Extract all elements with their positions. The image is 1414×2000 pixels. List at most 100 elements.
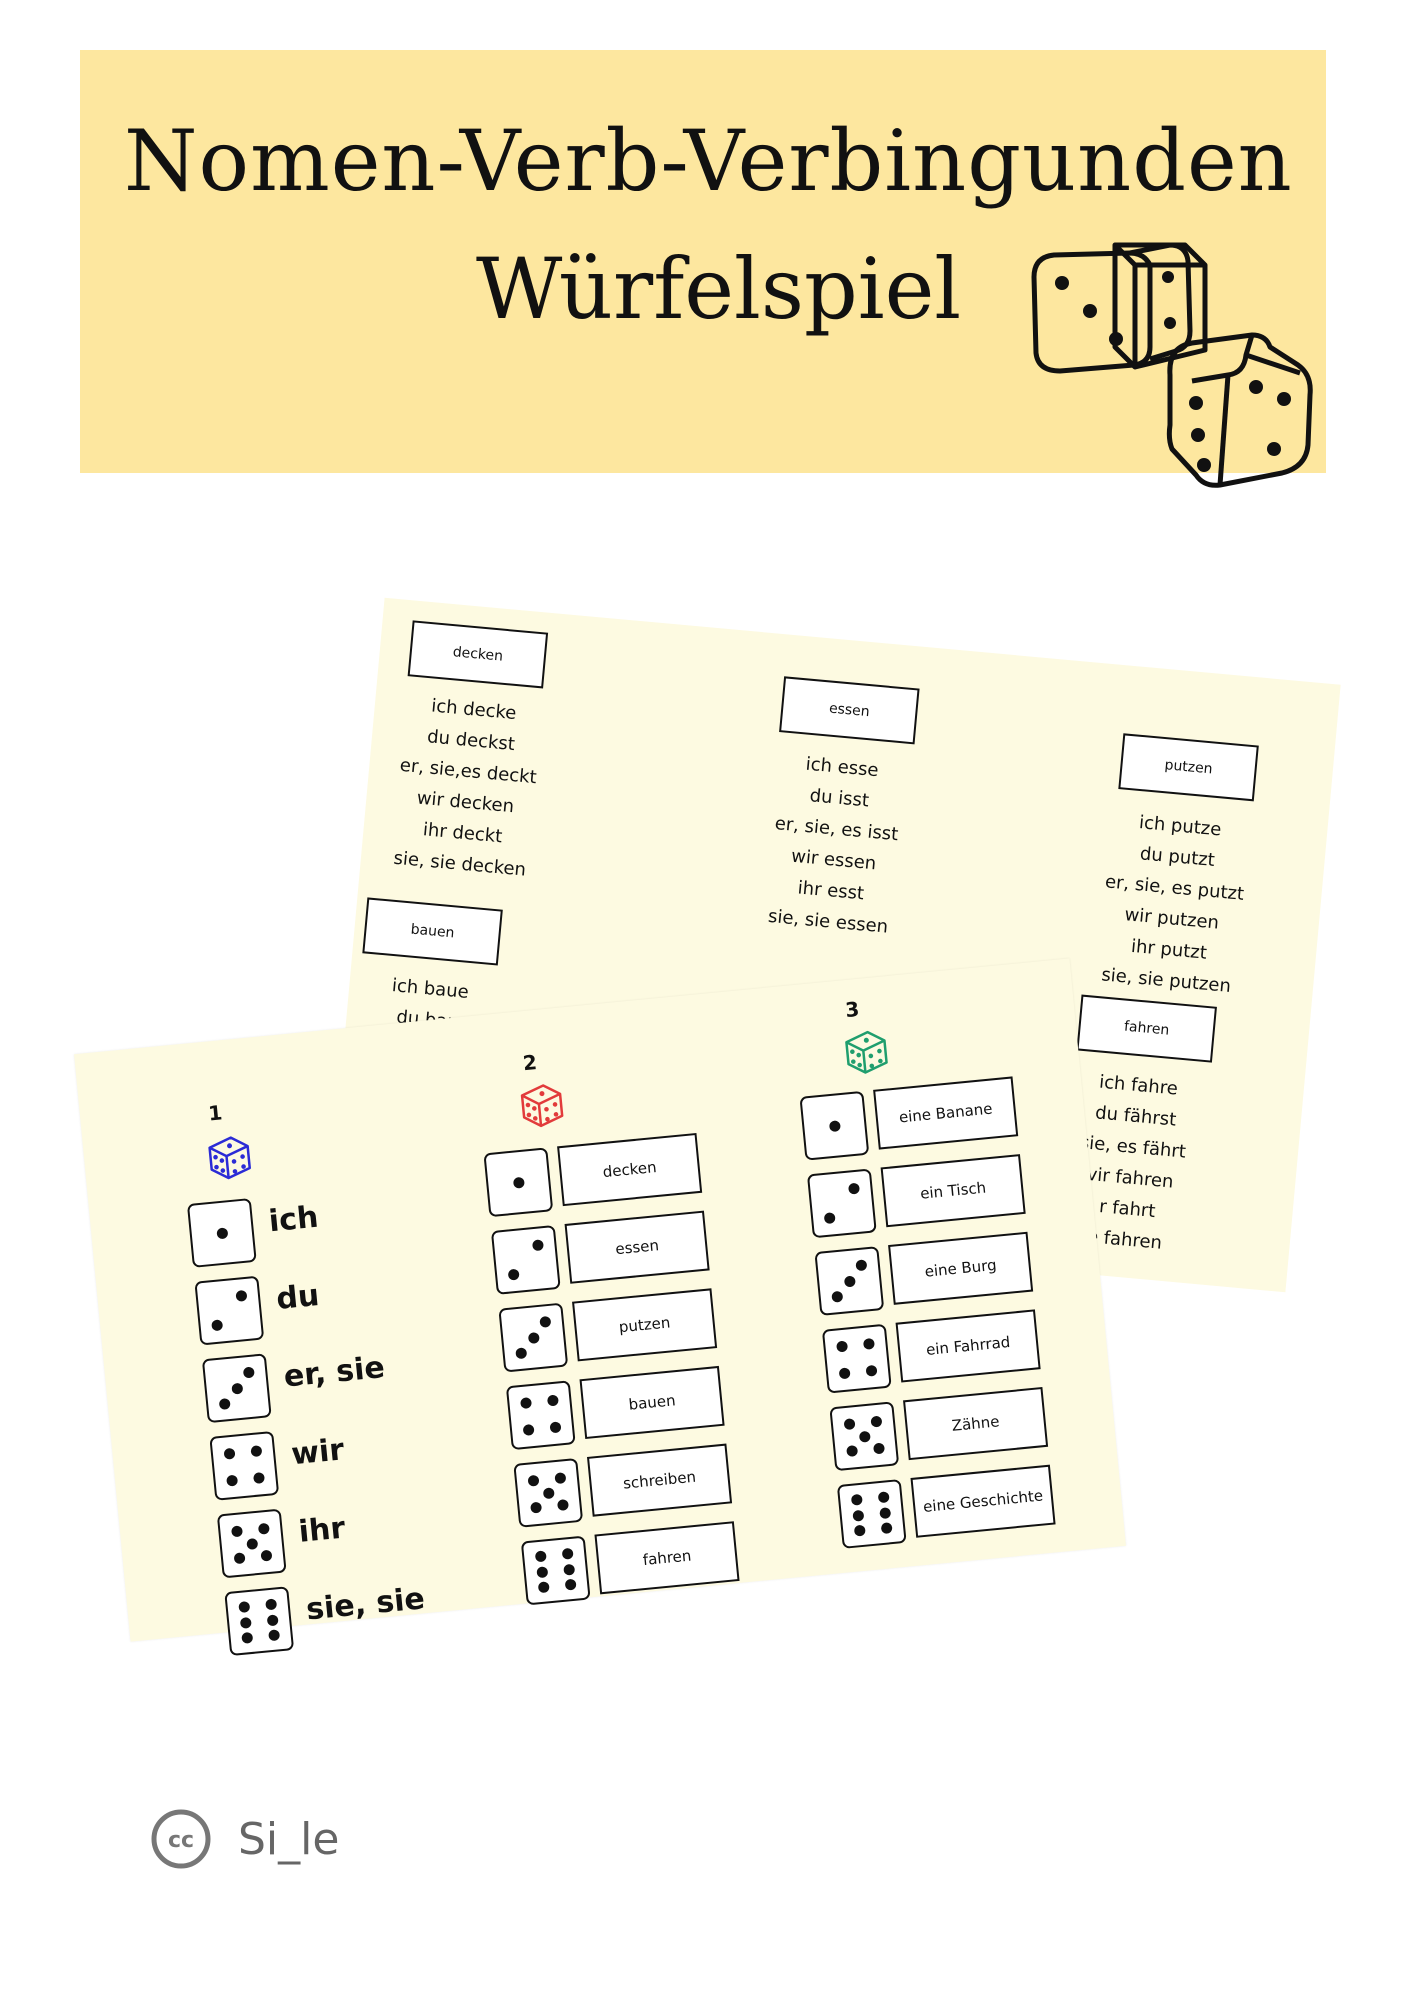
die-face-3: [201, 1353, 272, 1424]
die-pip: [211, 1318, 224, 1331]
die-pip: [865, 1364, 878, 1377]
creative-commons-icon: cc: [151, 1809, 211, 1869]
die-face-4: [505, 1380, 576, 1451]
die-pip: [878, 1506, 891, 1519]
die-pip: [838, 1367, 851, 1380]
die-pip: [870, 1415, 883, 1428]
die-pip: [215, 1226, 228, 1239]
die-pip: [561, 1547, 574, 1560]
die-pip: [230, 1382, 243, 1395]
die-face-1: [483, 1147, 554, 1218]
die-pip: [260, 1549, 273, 1562]
die-pip: [536, 1565, 549, 1578]
pronoun-sie-sie: sie, sie: [304, 1581, 427, 1628]
die-pip: [512, 1176, 525, 1189]
verb-card-putzen: putzen: [572, 1288, 718, 1362]
blue-die-icon: [208, 1136, 251, 1180]
die-face-4: [209, 1430, 280, 1501]
noun-card-eine-banane: eine Banane: [873, 1076, 1019, 1150]
die-pip: [843, 1275, 856, 1288]
die-pip: [515, 1347, 528, 1360]
die-pip: [527, 1474, 540, 1487]
title-banner: Nomen-Verb-Verbingunden Würfelspiel: [80, 50, 1326, 488]
title-line-2: Würfelspiel: [476, 240, 962, 338]
die-pip: [852, 1509, 865, 1522]
die-pip: [546, 1394, 559, 1407]
noun-card-ein-tisch: ein Tisch: [880, 1154, 1026, 1228]
die-face-2: [490, 1225, 561, 1295]
die-face-6: [836, 1479, 907, 1549]
die-pip: [250, 1445, 263, 1458]
column-number-2: 2: [521, 1050, 538, 1076]
die-pip: [531, 1239, 544, 1252]
verb-card-bauen: bauen: [579, 1365, 725, 1440]
die-pip: [872, 1442, 885, 1455]
die-pip: [520, 1397, 533, 1410]
die-pip: [527, 1331, 540, 1344]
die-pip: [851, 1493, 864, 1506]
die-pip: [267, 1629, 280, 1642]
verb-card-fahren: fahren: [594, 1521, 740, 1595]
die-face-3: [814, 1246, 885, 1316]
die-pip: [238, 1600, 251, 1613]
die-pip: [855, 1259, 868, 1272]
die-pip: [836, 1340, 849, 1353]
verb-card-schreiben: schreiben: [586, 1443, 733, 1517]
verb-card-essen: essen: [564, 1210, 710, 1284]
die-pip: [233, 1551, 246, 1564]
verb-card-fahren: fahren: [1076, 994, 1217, 1063]
verb-card-bauen: bauen: [362, 897, 503, 966]
noun-card-eine-burg: eine Burg: [888, 1231, 1034, 1305]
title-line-1: Nomen-Verb-Verbingunden: [124, 112, 1293, 210]
column-number-1: 1: [207, 1100, 224, 1126]
die-pip: [846, 1444, 859, 1457]
die-pip: [252, 1471, 265, 1484]
die-face-6: [520, 1535, 591, 1606]
die-pip: [831, 1290, 844, 1303]
pronoun-ich: ich: [267, 1199, 320, 1240]
die-pip: [241, 1631, 254, 1644]
die-face-6: [224, 1586, 295, 1657]
die-pip: [549, 1421, 562, 1434]
footer: cc Si_le: [150, 1808, 339, 1870]
conjugation-list-essen: ich esse du isst er, sie, es isst wir es…: [742, 744, 928, 945]
dice-game-sheet: 1 ich du er, sie wir ihr sie, sie 2 deck…: [74, 958, 1126, 1657]
die-pip: [562, 1563, 575, 1576]
red-die-icon: [520, 1084, 564, 1128]
verb-card-decken: decken: [557, 1132, 703, 1207]
die-face-4: [821, 1323, 892, 1394]
die-pip: [535, 1550, 548, 1563]
die-face-5: [829, 1401, 900, 1472]
pronoun-er-sie: er, sie: [282, 1350, 387, 1395]
die-pip: [257, 1523, 270, 1536]
die-pip: [847, 1182, 860, 1195]
die-pip: [823, 1211, 836, 1224]
die-pip: [880, 1522, 893, 1535]
die-pip: [223, 1447, 236, 1460]
svg-text:cc: cc: [168, 1828, 194, 1853]
die-pip: [507, 1268, 520, 1281]
die-pip: [539, 1315, 552, 1328]
die-pip: [538, 1581, 551, 1594]
die-pip: [542, 1486, 555, 1499]
noun-card-ein-fahrrad: ein Fahrrad: [895, 1309, 1041, 1383]
noun-card-zaehne: Zähne: [903, 1387, 1049, 1461]
pronoun-ihr: ihr: [297, 1510, 347, 1550]
die-pip: [240, 1616, 253, 1629]
die-face-5: [216, 1508, 287, 1579]
die-pip: [858, 1430, 871, 1443]
die-face-5: [513, 1457, 584, 1528]
die-pip: [854, 1524, 867, 1537]
pronoun-du: du: [274, 1277, 321, 1317]
die-pip: [231, 1525, 244, 1538]
die-pip: [877, 1491, 890, 1504]
die-face-1: [186, 1198, 257, 1268]
verb-card-essen: essen: [779, 676, 920, 745]
die-pip: [564, 1578, 577, 1591]
die-face-3: [498, 1302, 569, 1373]
die-pip: [235, 1290, 248, 1303]
green-die-icon: [845, 1030, 888, 1074]
noun-card-eine-geschichte: eine Geschichte: [910, 1464, 1056, 1538]
die-pip: [522, 1423, 535, 1436]
die-pip: [530, 1501, 543, 1514]
